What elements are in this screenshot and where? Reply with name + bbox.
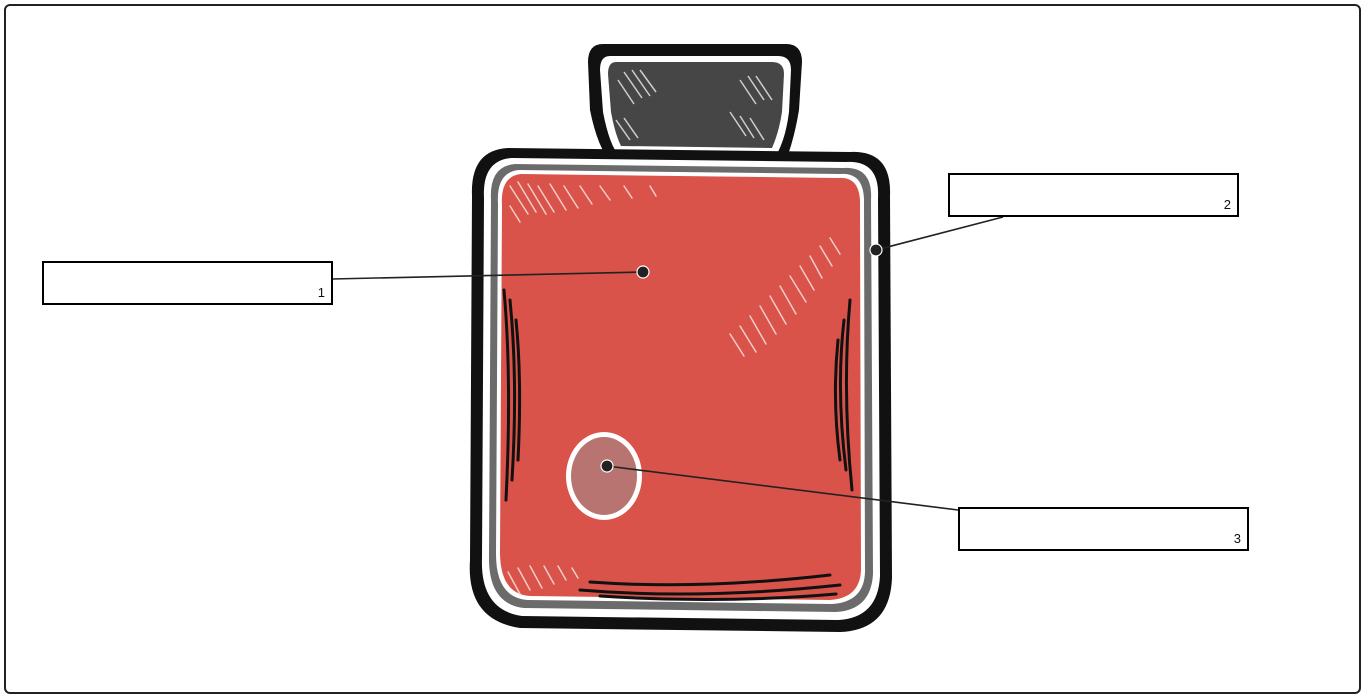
label-number-1: 1 — [317, 285, 325, 300]
leader-lines — [331, 216, 1004, 511]
pointer-dot-2 — [869, 243, 883, 257]
bottle-body — [469, 148, 892, 632]
pointer-dot-3 — [600, 459, 614, 473]
pointer-dot-1 — [636, 265, 650, 279]
bottle-cap — [588, 44, 802, 160]
label-box-3[interactable]: 3 — [958, 507, 1249, 551]
label-number-3: 3 — [1233, 531, 1241, 546]
label-box-1[interactable]: 1 — [42, 261, 333, 305]
label-number-2: 2 — [1223, 197, 1231, 212]
label-box-2[interactable]: 2 — [948, 173, 1239, 217]
